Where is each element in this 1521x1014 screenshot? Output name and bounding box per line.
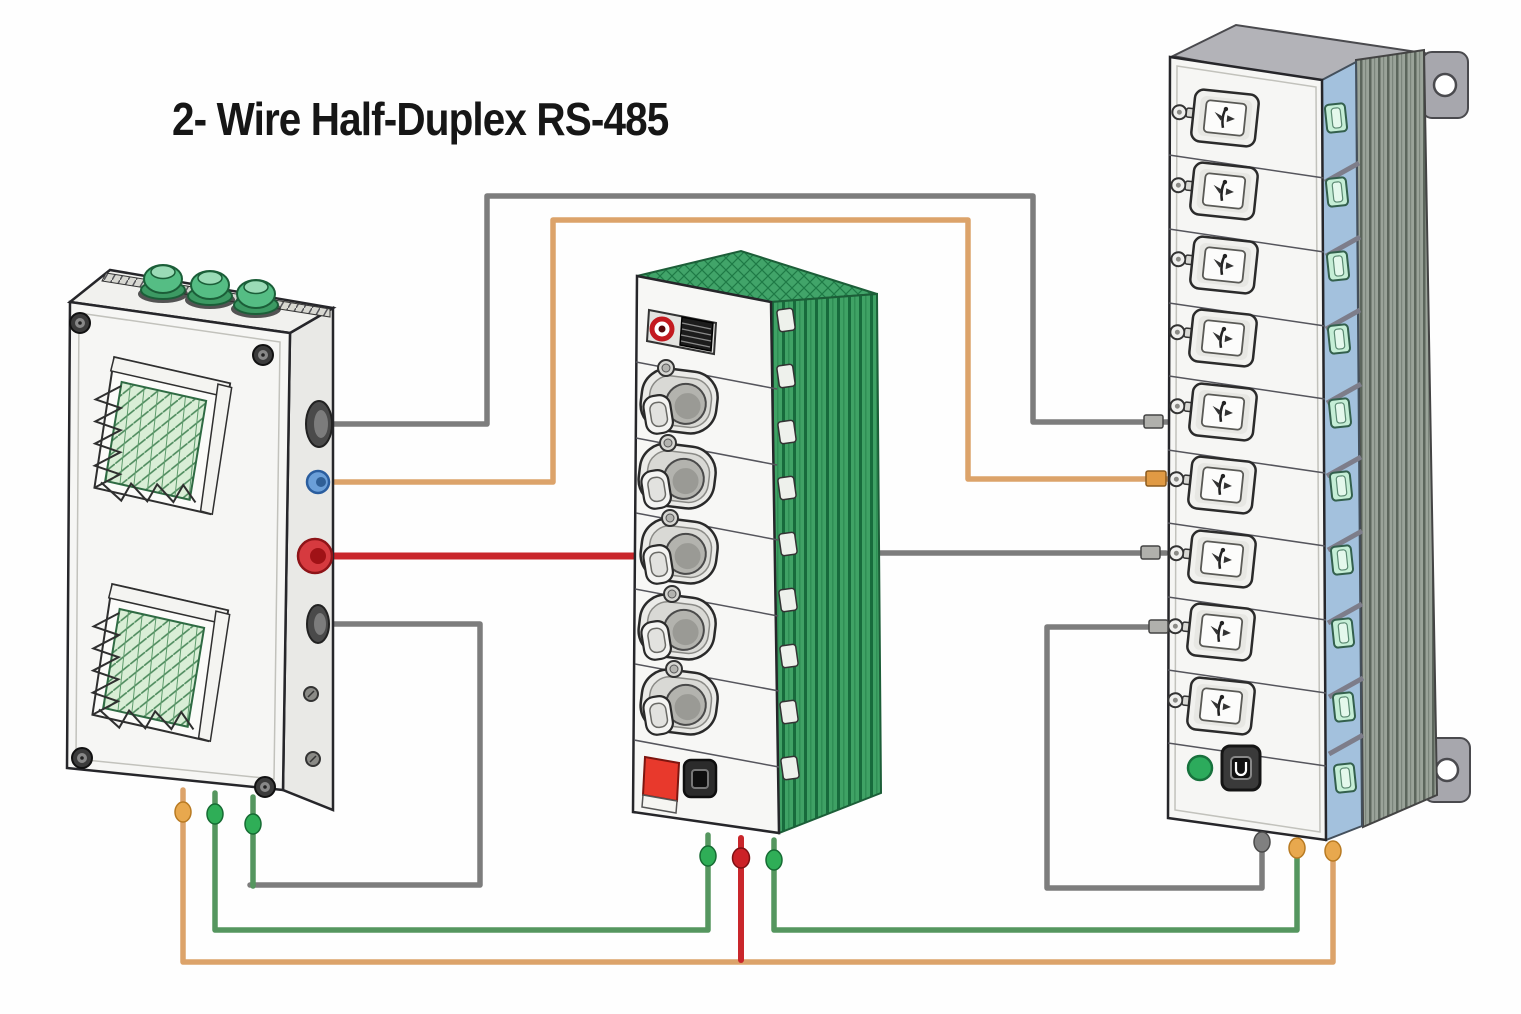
green-knob-2 — [184, 270, 236, 310]
gray-bead — [1253, 831, 1271, 853]
status-plate — [645, 308, 718, 356]
red-round-port — [296, 537, 334, 575]
green-bead — [765, 849, 783, 871]
edge-clip — [775, 307, 797, 333]
side-clip — [1332, 762, 1358, 794]
left-device-front-inset — [75, 312, 281, 780]
orange-terminal-clip — [1145, 470, 1167, 487]
right-device — [1164, 23, 1471, 842]
right-device-heatsink — [1354, 48, 1439, 829]
black-u-port — [1220, 744, 1262, 792]
corner-screw — [252, 344, 274, 366]
u-glyph — [1234, 762, 1248, 777]
wire-green-right-bus — [771, 837, 1300, 933]
red-ring-led — [649, 316, 675, 342]
orange-bead — [1288, 837, 1306, 859]
side-clip — [1329, 544, 1355, 576]
green-bead — [206, 803, 224, 825]
side-screw — [305, 751, 321, 767]
right-device-front-inset — [1174, 65, 1321, 833]
edge-clip — [775, 363, 797, 389]
edge-clip — [778, 643, 800, 669]
side-screw — [303, 686, 319, 702]
left-device — [65, 264, 337, 812]
side-clip — [1325, 250, 1351, 282]
panel-screw — [665, 660, 683, 678]
edge-clip — [778, 699, 800, 725]
panel-screw — [657, 359, 675, 377]
wire-terminals — [174, 414, 1342, 871]
green-bead — [699, 845, 717, 867]
wire-gray-right-loop — [1044, 624, 1265, 891]
wire-green-left-bus — [212, 790, 711, 933]
gray-terminal-clip — [1148, 619, 1169, 634]
side-clip — [1327, 397, 1353, 429]
edge-clip — [776, 419, 798, 445]
wire-gray-top — [316, 193, 1173, 427]
edge-clip — [776, 475, 798, 501]
panel-screw — [663, 585, 681, 603]
corner-screw — [71, 747, 93, 769]
green-knob-1 — [137, 264, 189, 304]
wire-orange-bus — [180, 787, 1336, 965]
wiring — [180, 193, 1336, 965]
diagram-title: 2- Wire Half-Duplex RS-485 — [172, 93, 669, 145]
gray-terminal-clip — [1140, 545, 1161, 560]
blue-round-port — [305, 469, 331, 495]
corner-screw — [69, 312, 91, 334]
panel-divider — [633, 739, 780, 768]
black-port-middle — [682, 758, 718, 799]
green-led — [1186, 754, 1214, 782]
mounting-bracket-top — [1421, 51, 1469, 119]
orange-bead — [1324, 840, 1342, 862]
side-clip — [1331, 691, 1357, 723]
side-clip — [1326, 323, 1352, 355]
panel-screw — [659, 434, 677, 452]
gray-oval-port-1 — [305, 400, 333, 448]
orange-bead — [174, 801, 192, 823]
side-clip — [1330, 617, 1356, 649]
side-clip — [1324, 176, 1350, 208]
side-clip — [1323, 102, 1349, 134]
red-button — [641, 755, 681, 814]
corner-screw — [254, 776, 276, 798]
green-knob-3 — [230, 279, 282, 319]
edge-clip — [779, 755, 801, 781]
red-bead — [731, 847, 751, 869]
bracket-hole — [1432, 72, 1458, 98]
black-vent — [679, 316, 714, 352]
panel-screw — [661, 509, 679, 527]
wire-gray-left-loop — [247, 621, 483, 888]
edge-clip — [777, 587, 799, 613]
gray-terminal-clip — [1143, 414, 1164, 429]
bracket-hole — [1434, 757, 1460, 783]
gray-oval-port-2 — [306, 604, 330, 644]
wire-orange-top — [315, 217, 1175, 485]
green-bead — [244, 813, 262, 835]
middle-device — [631, 249, 883, 835]
side-clip — [1328, 470, 1354, 502]
edge-clip — [777, 531, 799, 557]
